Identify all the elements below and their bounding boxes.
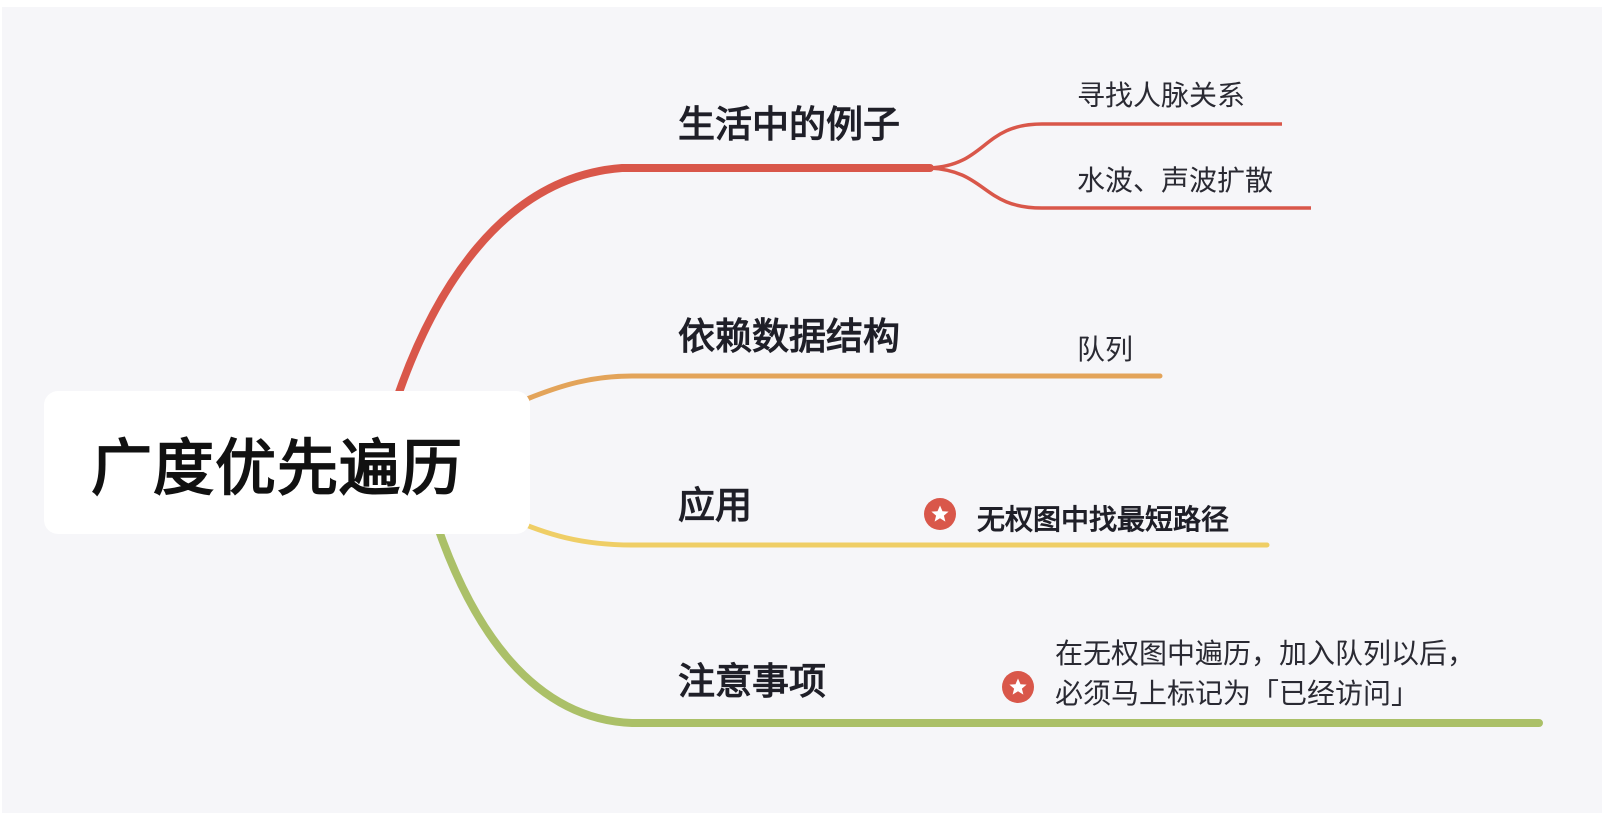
leaf-topic-wave-spread[interactable]: 水波、声波扩散 xyxy=(1077,164,1274,197)
connector-root-branch-4 xyxy=(433,521,1543,727)
star-icon xyxy=(1002,671,1034,703)
leaf-topic-social-network[interactable]: 寻找人脉关系 xyxy=(1077,79,1246,112)
leaf-topic-mark-visited-line-2: 必须马上标记为「已经访问」 xyxy=(1055,677,1420,710)
star-icon xyxy=(924,498,956,530)
leaf-topic-mark-visited[interactable]: 在无权图中遍历，加入队列以后， 必须马上标记为「已经访问」 xyxy=(1055,634,1575,714)
mind-map-canvas: 广度优先遍历 生活中的例子 依赖数据结构 应用 注意事项 寻找人脉关系 水波、声… xyxy=(2,7,1602,813)
leaf-topic-mark-visited-line-1: 在无权图中遍历，加入队列以后， xyxy=(1055,637,1476,670)
leaf-topic-shortest-path[interactable]: 无权图中找最短路径 xyxy=(977,503,1230,536)
connector-branch-1-leaf-1 xyxy=(929,122,1282,170)
branch-topic-data-structure[interactable]: 依赖数据结构 xyxy=(678,315,900,358)
root-topic-label: 广度优先遍历 xyxy=(90,433,463,504)
branch-topic-application[interactable]: 应用 xyxy=(678,484,752,527)
connector-branch-1-leaf-2 xyxy=(929,166,1311,210)
connector-root-branch-1 xyxy=(390,164,934,411)
connector-root-branch-2 xyxy=(524,373,1163,402)
branch-topic-examples[interactable]: 生活中的例子 xyxy=(678,103,900,146)
root-topic[interactable]: 广度优先遍历 xyxy=(44,391,530,534)
leaf-topic-queue[interactable]: 队列 xyxy=(1077,333,1134,366)
branch-topic-notes[interactable]: 注意事项 xyxy=(678,660,826,703)
